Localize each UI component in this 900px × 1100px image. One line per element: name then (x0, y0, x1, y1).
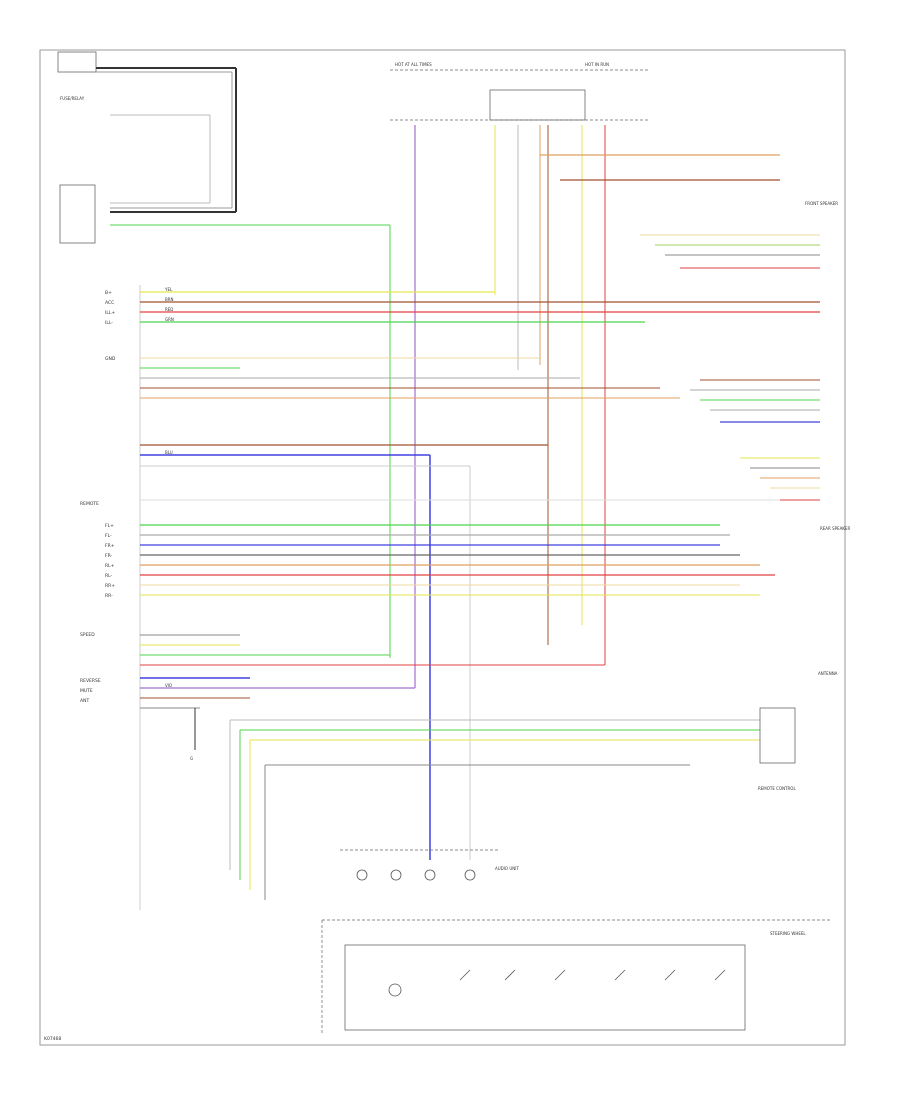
svg-text:FUSE/RELAY: FUSE/RELAY (60, 96, 85, 101)
svg-text:ILL+: ILL+ (105, 310, 115, 316)
steering-remote-lines: REMOTE CONTROL (229, 707, 796, 900)
svg-text:RL+: RL+ (105, 563, 115, 569)
svg-text:FRONT SPEAKER: FRONT SPEAKER (805, 201, 838, 206)
svg-text:G: G (190, 756, 193, 761)
svg-text:SPEED: SPEED (80, 632, 95, 638)
footer-code: K07468 (44, 1036, 61, 1042)
svg-text:REMOTE CONTROL: REMOTE CONTROL (758, 786, 796, 791)
svg-text:REVERSE: REVERSE (80, 678, 101, 684)
svg-text:HOT AT ALL TIMES: HOT AT ALL TIMES (395, 62, 432, 67)
wire-color-tags: YEL BRN RED GRN BLU VIO (164, 287, 174, 688)
svg-text:STEERING WHEEL: STEERING WHEEL (770, 931, 806, 936)
svg-text:AUDIO UNIT: AUDIO UNIT (495, 866, 519, 871)
svg-text:REMOTE: REMOTE (80, 501, 99, 507)
svg-text:MUTE: MUTE (80, 688, 93, 694)
svg-text:GRN: GRN (165, 317, 174, 322)
steering-wheel-box (344, 944, 746, 1031)
svg-text:BLU: BLU (165, 450, 173, 455)
top-right-connections: FRONT SPEAKER (540, 154, 838, 269)
svg-text:ANT: ANT (80, 698, 89, 704)
left-wire-bundle-speakers (140, 524, 775, 596)
svg-text:ILL-: ILL- (105, 320, 113, 326)
remote-control-box (759, 707, 796, 764)
svg-text:FL+: FL+ (105, 523, 114, 529)
power-inputs: HOT AT ALL TIMES HOT IN RUN (390, 62, 650, 688)
left-pin-column: B+ ACC ILL+ ILL- GND FL+ FL- FR+ FR- RL+… (80, 285, 141, 910)
audio-unit: AUDIO UNIT STEERING WHEEL (321, 849, 830, 1035)
svg-text:ACC: ACC (105, 300, 114, 306)
right-speaker-connectors: REAR SPEAKER (690, 379, 850, 531)
svg-text:VIO: VIO (165, 683, 172, 688)
fuse-relay-area: FUSE/RELAY (57, 51, 391, 658)
svg-text:GND: GND (105, 356, 116, 362)
svg-text:BRN: BRN (165, 297, 174, 302)
svg-text:RL-: RL- (105, 573, 113, 579)
svg-text:FR-: FR- (105, 553, 113, 559)
svg-text:FL-: FL- (105, 533, 112, 539)
left-wire-bundle-upper (140, 291, 820, 860)
svg-text:RR-: RR- (105, 593, 113, 599)
svg-text:RR+: RR+ (105, 583, 115, 589)
svg-text:YEL: YEL (164, 287, 173, 292)
svg-text:RED: RED (165, 307, 173, 312)
svg-text:HOT IN RUN: HOT IN RUN (585, 62, 609, 67)
svg-text:B+: B+ (105, 290, 112, 296)
svg-text:FR+: FR+ (105, 543, 115, 549)
antenna-label: ANTENNA (818, 671, 838, 676)
svg-text:REAR SPEAKER: REAR SPEAKER (820, 526, 850, 531)
lower-left-wires: G (140, 634, 605, 761)
diagram-frame (39, 49, 846, 1046)
